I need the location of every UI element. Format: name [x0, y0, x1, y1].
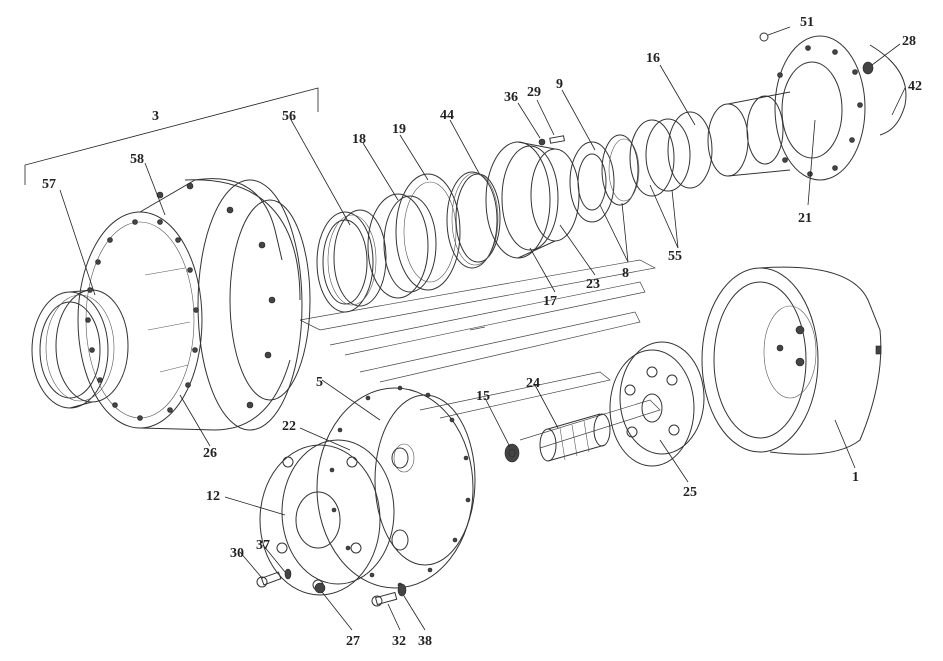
label-44: 44	[440, 108, 454, 123]
label-26: 26	[203, 446, 217, 461]
part-42-cover	[869, 44, 907, 136]
label-36: 36	[504, 90, 518, 105]
label-1: 1	[852, 470, 859, 485]
part-16-shaft	[707, 91, 791, 177]
part-labels: 3 58 57 56 18 19 44 36 29 9 16 51 28 42 …	[42, 15, 922, 649]
part-1-ring-gear	[701, 266, 882, 455]
part-19-ring	[395, 173, 461, 291]
label-15: 15	[476, 389, 490, 404]
label-25: 25	[683, 485, 697, 500]
label-12: 12	[206, 489, 220, 504]
label-56: 56	[282, 109, 296, 124]
label-17: 17	[543, 294, 557, 309]
label-23: 23	[586, 277, 600, 292]
label-9: 9	[556, 77, 563, 92]
label-32: 32	[392, 634, 406, 649]
part-28-plug	[862, 61, 874, 75]
leader-lines	[59, 26, 906, 631]
carrier-holes	[329, 385, 471, 588]
part-22-oring	[391, 447, 409, 551]
part-30-bolt	[256, 571, 282, 588]
assembly-guide-lines	[299, 259, 661, 449]
part-32-bolt	[371, 591, 398, 607]
label-51: 51	[800, 15, 814, 30]
label-58: 58	[130, 152, 144, 167]
label-28: 28	[902, 34, 916, 49]
part-9-splined-ring	[569, 141, 615, 223]
bracket-3	[24, 87, 319, 185]
part-37-washer	[284, 568, 292, 580]
label-30: 30	[230, 546, 244, 561]
part-17-23-hub	[485, 141, 580, 259]
part-56-bearing	[316, 209, 387, 313]
part-12-cover	[259, 439, 395, 596]
label-37: 37	[256, 538, 270, 553]
label-29: 29	[527, 85, 541, 100]
part-18-ring	[367, 193, 437, 299]
label-21: 21	[798, 211, 812, 226]
part-58-housing	[77, 178, 311, 431]
label-5: 5	[316, 375, 323, 390]
label-55: 55	[668, 249, 682, 264]
part-15-bushing	[504, 443, 520, 463]
label-8: 8	[622, 266, 629, 281]
label-16: 16	[646, 51, 660, 66]
label-42: 42	[908, 79, 922, 94]
part-24-pinion	[539, 413, 611, 462]
label-27: 27	[346, 634, 360, 649]
part-44-seal	[446, 171, 501, 269]
part-36-washer	[538, 138, 546, 146]
part-38-washer	[397, 583, 407, 597]
part-51-nut	[759, 32, 769, 42]
label-19: 19	[392, 122, 406, 137]
label-3: 3	[152, 109, 159, 124]
label-38: 38	[418, 634, 432, 649]
label-57: 57	[42, 177, 56, 192]
part-55-rings	[629, 111, 713, 197]
label-24: 24	[526, 376, 540, 391]
housing-bolt-holes	[85, 182, 276, 421]
part-8-ring	[601, 134, 640, 206]
part-27-plug	[314, 582, 326, 594]
label-22: 22	[282, 419, 296, 434]
part-5-carrier	[316, 385, 476, 589]
part-25-gear	[609, 341, 705, 467]
label-18: 18	[352, 132, 366, 147]
part-21-flange	[774, 35, 866, 181]
part-29-bolt	[549, 135, 565, 144]
